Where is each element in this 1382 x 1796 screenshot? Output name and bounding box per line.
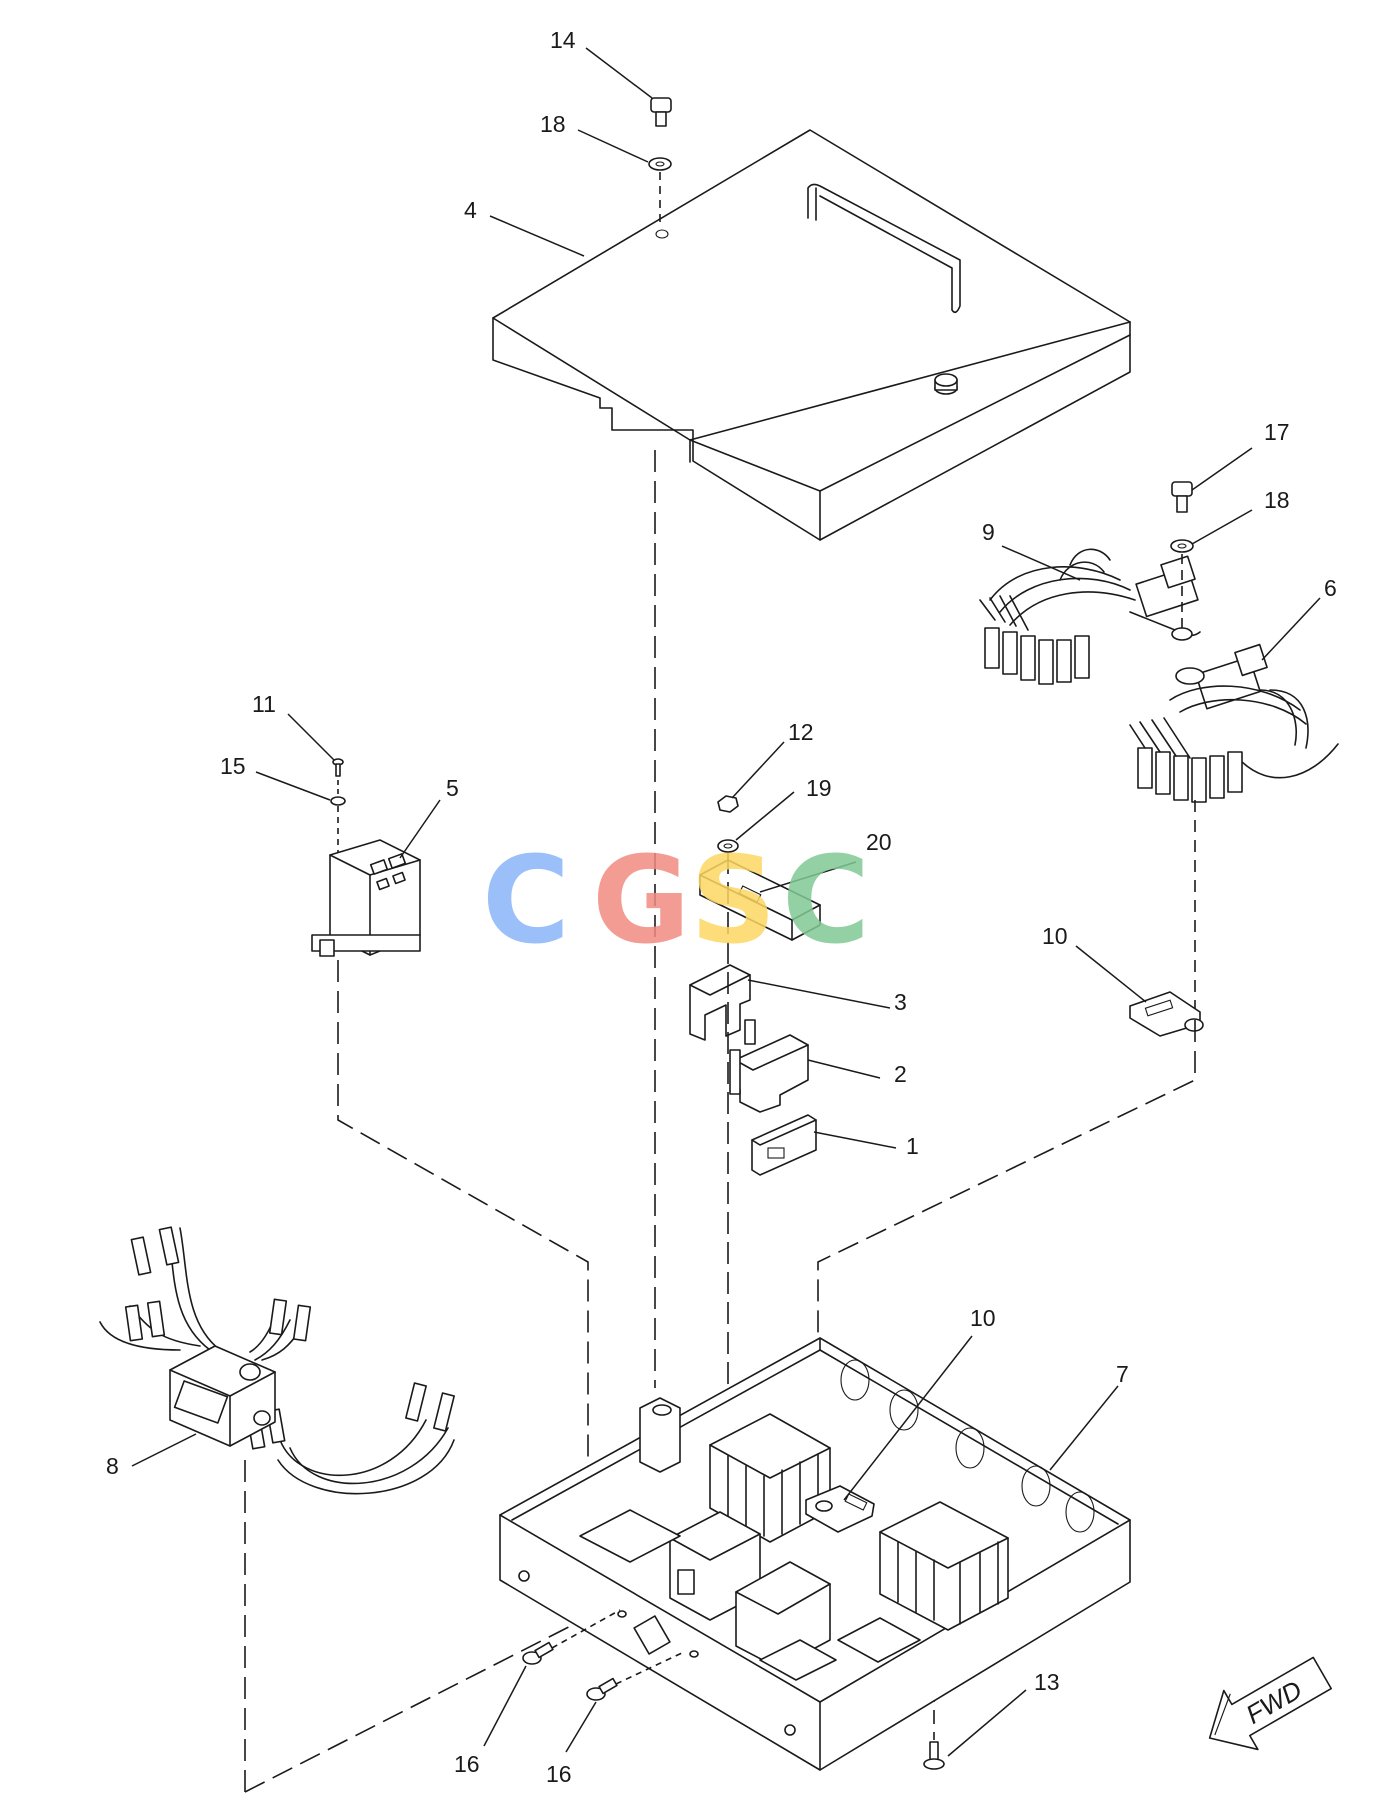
harness-part-9 [979,548,1201,685]
watermark-letter-c1: C [482,832,570,971]
callout-18-right: 18 [1264,487,1290,513]
watermark-letter-c2: C [782,832,870,971]
callout-18-top: 18 [540,111,566,137]
screw-part-16-a [522,1641,554,1665]
forward-direction-arrow: FWD [1208,1656,1333,1751]
nut-part-12 [717,795,739,813]
harness-part-6 [1129,643,1339,803]
callout-labels: 14 18 4 17 18 9 6 11 15 5 12 19 20 3 2 1… [106,27,1337,1787]
callout-5: 5 [446,775,459,801]
marker-part-1 [751,1114,817,1176]
watermark-letter-s: S [690,832,776,971]
screw-part-11 [332,758,344,777]
callout-10-upper: 10 [1042,923,1068,949]
washer-part-15 [330,796,346,806]
washer-part-18-top [648,157,672,171]
callout-3: 3 [894,989,907,1015]
callout-16-a: 16 [454,1751,480,1777]
box-internals [579,1397,1009,1681]
callout-8: 8 [106,1453,119,1479]
screw-part-13 [923,1741,945,1770]
watermark-letter-g: G [592,832,691,971]
callout-10-lower: 10 [970,1305,996,1331]
callout-12: 12 [788,719,814,745]
callout-4: 4 [464,197,477,223]
terminal-part-2 [729,1019,809,1113]
callout-7: 7 [1116,1361,1129,1387]
callout-16-b: 16 [546,1761,572,1787]
callout-2: 2 [894,1061,907,1087]
callout-20: 20 [866,829,892,855]
callout-14: 14 [550,27,576,53]
callout-9: 9 [982,519,995,545]
harness-part-8 [99,1226,455,1495]
bolt-part-17 [1171,481,1193,513]
end-clamp-part-3 [689,964,751,1041]
callout-19: 19 [806,775,832,801]
callout-13: 13 [1034,1669,1060,1695]
callout-6: 6 [1324,575,1337,601]
bolt-part-14 [650,97,672,127]
cover-part-4 [492,129,1131,541]
callout-17: 17 [1264,419,1290,445]
washer-part-18-right [1170,539,1194,553]
leader-lines [131,47,1321,1757]
bracket-part-10-upper [1129,991,1204,1037]
watermark-logo: C G S C [482,832,870,971]
relay-part-5 [311,839,421,957]
callout-11: 11 [252,691,276,717]
callout-15: 15 [220,753,246,779]
callout-1: 1 [906,1133,919,1159]
screw-part-16-b [586,1677,618,1701]
